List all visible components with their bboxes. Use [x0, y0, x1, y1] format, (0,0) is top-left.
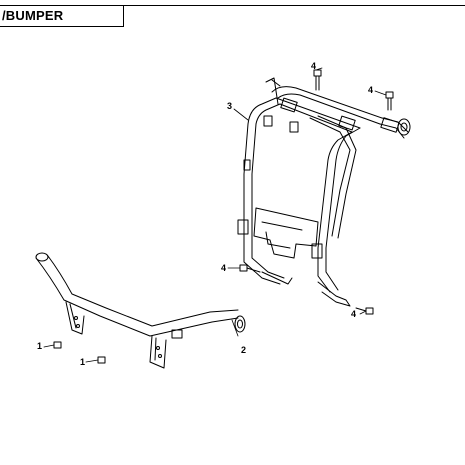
front-guard-frame: [237, 77, 411, 307]
diagram-title: /BUMPER: [0, 5, 124, 27]
bolt-4a: [313, 69, 322, 91]
callout-2: 2: [241, 345, 247, 355]
callout-1b: 1: [80, 357, 86, 367]
callout-1a: 1: [37, 341, 43, 351]
nut-1a: [53, 341, 62, 349]
bolt-4c: [239, 264, 261, 273]
leader-lines: [43, 67, 387, 363]
callout-4a: 4: [311, 61, 317, 71]
bolt-4b: [385, 91, 394, 111]
callout-4c: 4: [221, 263, 227, 273]
callout-4b: 4: [368, 85, 374, 95]
callout-3: 3: [227, 101, 233, 111]
bolt-4d: [355, 307, 374, 315]
nut-1b: [97, 356, 106, 364]
callout-4d: 4: [351, 309, 357, 319]
header-rule: [124, 5, 465, 6]
lower-bumper-bar: [35, 252, 246, 369]
